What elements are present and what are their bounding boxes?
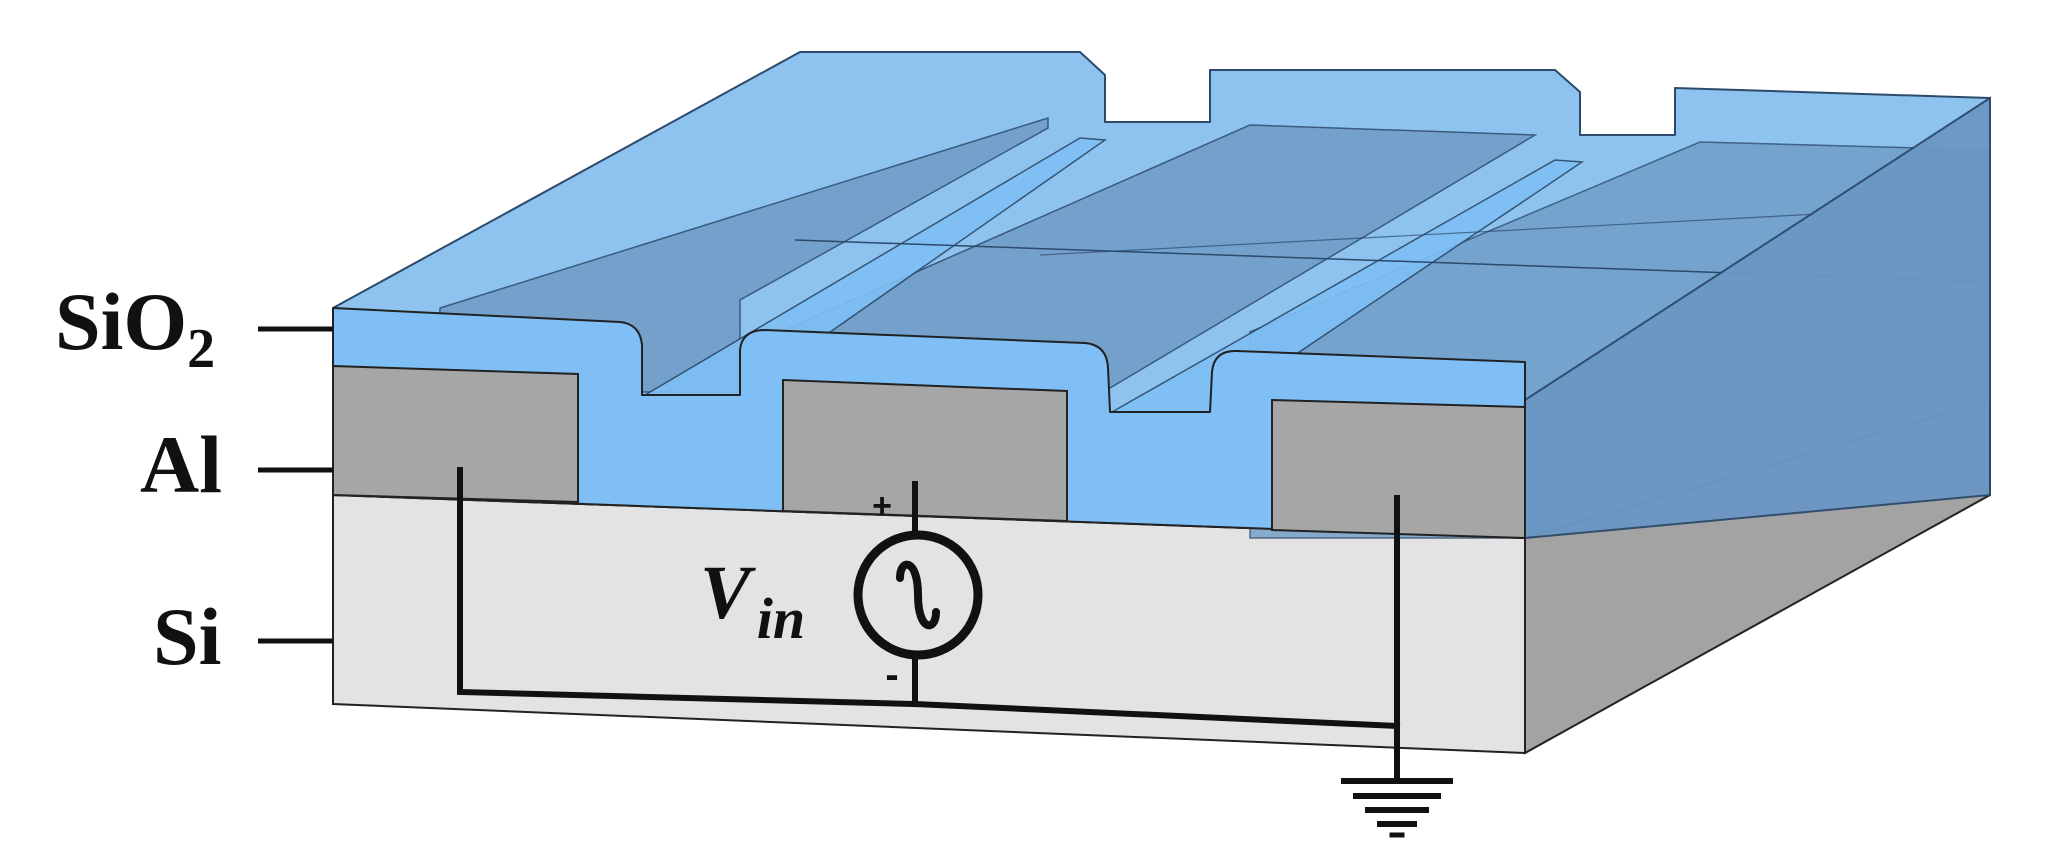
wire-left-electrode xyxy=(457,467,919,708)
al-electrodes xyxy=(332,364,1526,540)
wire-bottom-rail xyxy=(911,700,1401,730)
circuit xyxy=(457,467,1401,781)
al-electrode-center xyxy=(782,378,1068,523)
vin-subscript: in xyxy=(757,586,805,651)
source-plus-sign: + xyxy=(872,487,892,525)
source-minus-sign: - xyxy=(885,653,898,697)
label-sio2: SiO2 xyxy=(55,276,215,380)
label-al: Al xyxy=(140,419,222,510)
svg-text:Vin: Vin xyxy=(700,551,805,651)
ac-voltage-source: + - xyxy=(853,487,983,697)
al-electrode-right xyxy=(1271,398,1526,540)
vin-main: V xyxy=(700,551,756,635)
sine-wave-icon xyxy=(896,560,940,630)
layer-labels: SiO2 Al Si xyxy=(55,276,333,682)
ground-icon xyxy=(1341,778,1453,838)
label-si: Si xyxy=(153,591,221,682)
al-electrode-left xyxy=(332,364,579,504)
sio2-layer xyxy=(332,51,1991,540)
